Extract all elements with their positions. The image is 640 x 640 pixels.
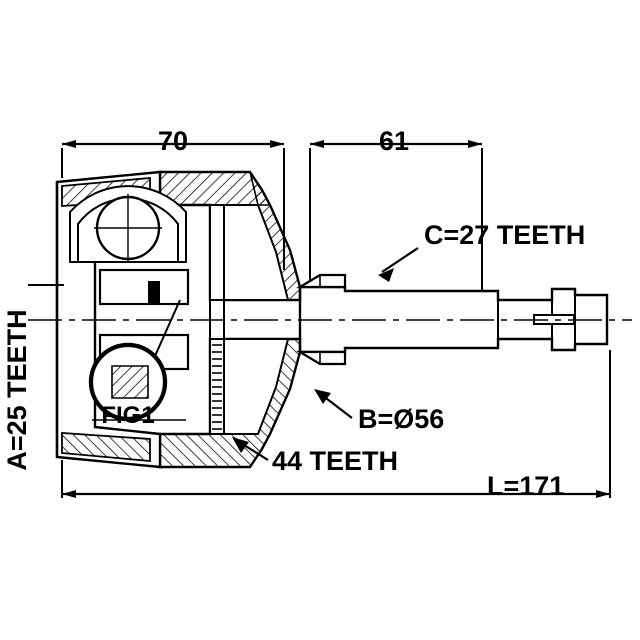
shaft-assembly bbox=[296, 273, 609, 366]
dimension-L171 bbox=[61, 350, 611, 498]
label-dim-61: 61 bbox=[379, 126, 409, 156]
spline-ring-44 bbox=[209, 204, 225, 435]
label-diameter-b: B=Ø56 bbox=[358, 404, 444, 434]
label-teeth-a: A=25 TEETH bbox=[2, 309, 32, 470]
dimension-61 bbox=[309, 140, 483, 290]
label-teeth-c: C=27 TEETH bbox=[424, 220, 585, 250]
leader-lines bbox=[232, 247, 419, 461]
fig1-detail-circle bbox=[88, 299, 181, 422]
label-length-l: L=171 bbox=[487, 471, 564, 501]
label-teeth-44: 44 TEETH bbox=[272, 446, 398, 476]
label-dim-70: 70 bbox=[158, 126, 188, 156]
label-fig1: FIG1 bbox=[101, 402, 154, 429]
joint-housing bbox=[55, 170, 302, 469]
